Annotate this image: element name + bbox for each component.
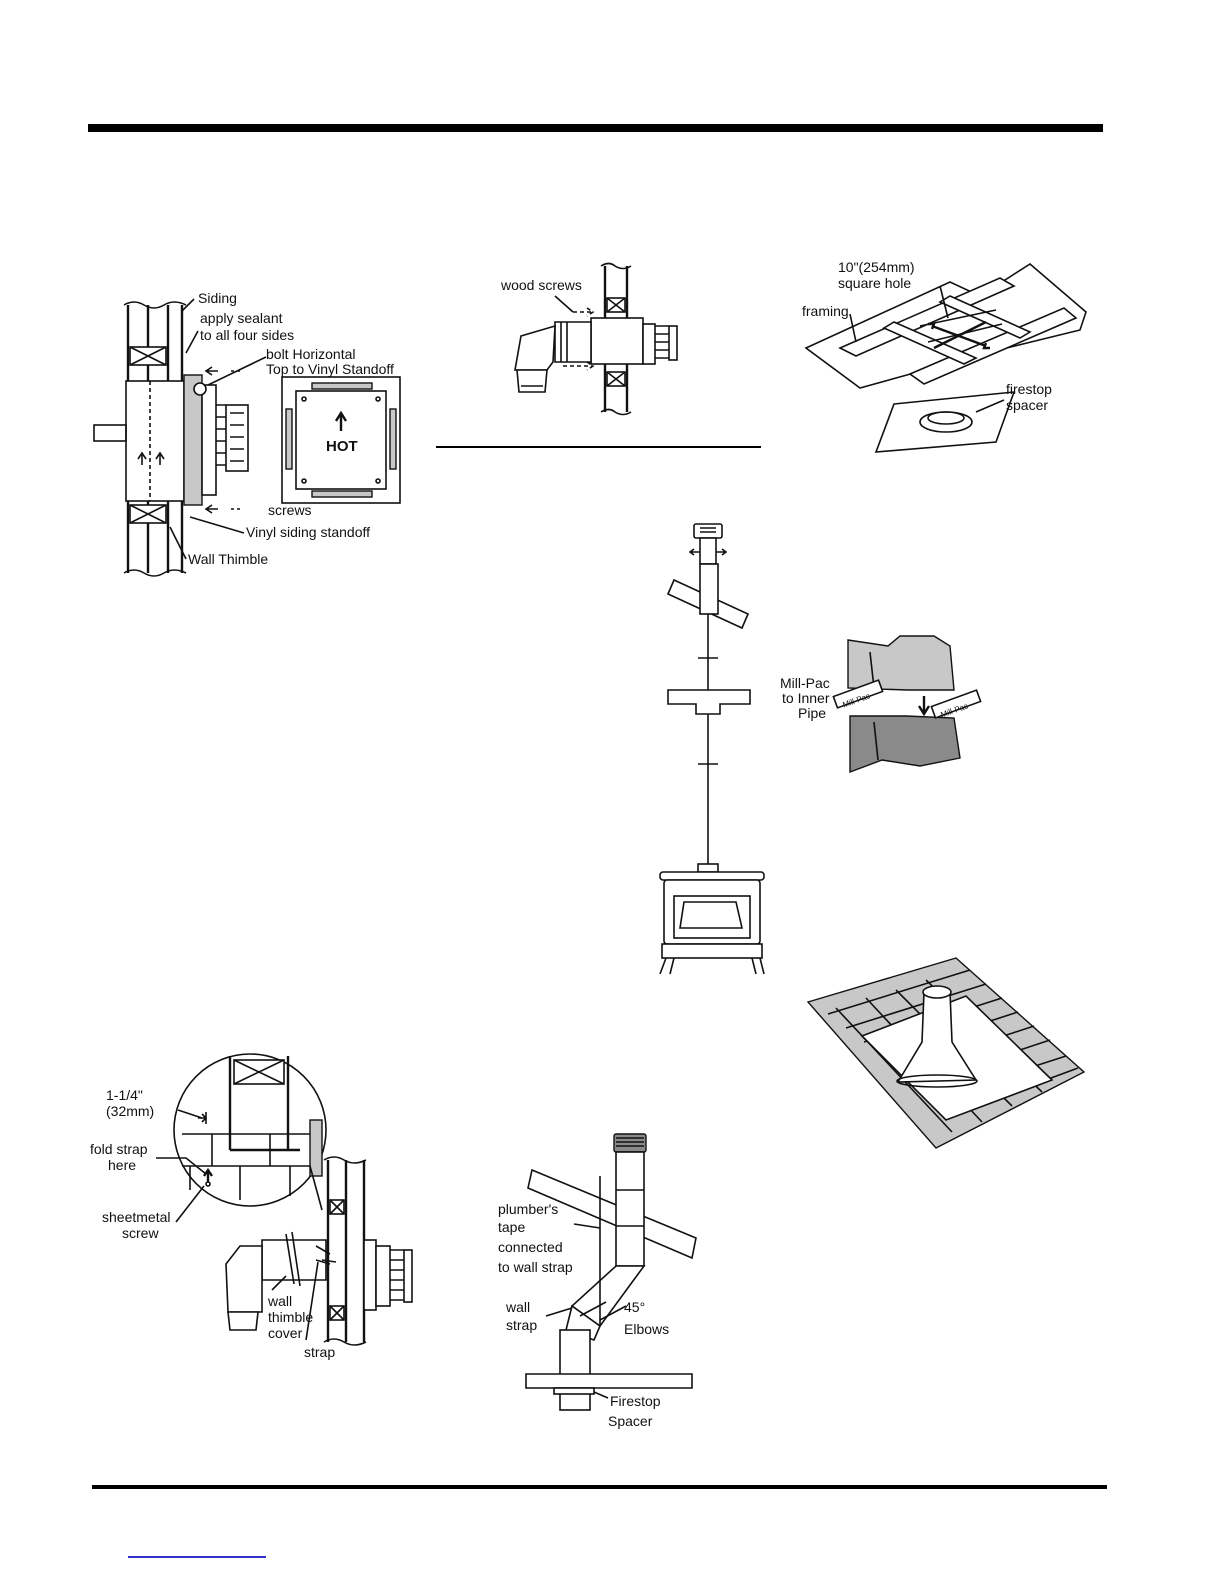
tape-label-line4: to wall strap xyxy=(498,1259,573,1275)
dimension-label-line1: 1-1/4" xyxy=(106,1087,143,1103)
dimension-label-line2: (32mm) xyxy=(106,1103,154,1119)
tape-label-line1: plumber's xyxy=(498,1201,558,1217)
firestop-label-line1: firestop xyxy=(1006,381,1052,397)
mill-pac-figure: Mill-Pac Mill-Pac Mill-Pac to Inner Pipe xyxy=(778,632,988,774)
roof-flashing-figure xyxy=(806,952,1088,1152)
tape-label-line3: connected xyxy=(498,1239,563,1255)
firestop-label-line2: spacer xyxy=(1006,397,1048,413)
square-hole-label-line1: 10"(254mm) xyxy=(838,259,915,275)
mill-pac-label-line1: Mill-Pac xyxy=(780,675,830,691)
sealant-label-line2: to all four sides xyxy=(200,327,294,343)
siding-label: Siding xyxy=(198,290,237,306)
sheetmetal-screw-label-line2: screw xyxy=(122,1225,159,1241)
thimble-cover-label-line1: wall xyxy=(267,1293,292,1309)
footer-link-underline xyxy=(128,1556,266,1558)
chimney-stove-figure xyxy=(650,518,775,980)
footer-rule xyxy=(92,1485,1107,1489)
firestop-spacer-label-line1: Firestop xyxy=(610,1393,661,1409)
elbows-label-line1: 45° xyxy=(624,1299,645,1315)
sheetmetal-screw-label-line1: sheetmetal xyxy=(102,1209,170,1225)
bolt-label-line2: Top to Vinyl Standoff xyxy=(266,361,394,377)
tape-label-line2: tape xyxy=(498,1219,525,1235)
fold-strap-label-line2: here xyxy=(108,1157,136,1173)
elbows-offset-figure: plumber's tape connected to wall strap w… xyxy=(496,1130,697,1430)
screws-label: screws xyxy=(268,502,312,518)
wall-thimble-vinyl-figure: HOT Siding apply sealant to all four sid… xyxy=(90,285,430,580)
bolt-label-line1: bolt Horizontal xyxy=(266,346,356,362)
square-hole-label-line2: square hole xyxy=(838,275,911,291)
wood-screws-figure: wood screws xyxy=(495,262,695,416)
framing-figure: 10"(254mm) square hole framing firestop … xyxy=(800,252,1090,460)
framing-label: framing xyxy=(802,303,849,319)
strap-label: strap xyxy=(304,1344,335,1360)
strap-detail-figure: 1-1/4" (32mm) fold strap here sheetmetal… xyxy=(90,1050,415,1365)
thimble-cover-label-line2: thimble xyxy=(268,1309,313,1325)
wall-strap-label-line2: strap xyxy=(506,1317,537,1333)
sealant-label-line1: apply sealant xyxy=(200,310,283,326)
hot-label: HOT xyxy=(326,438,358,455)
mill-pac-label-line2: to Inner xyxy=(782,690,830,706)
wall-thimble-label: Wall Thimble xyxy=(188,551,268,567)
wall-strap-label-line1: wall xyxy=(505,1299,530,1315)
elbows-label-line2: Elbows xyxy=(624,1321,669,1337)
wood-screws-label: wood screws xyxy=(500,277,582,293)
firestop-spacer-label-line2: Spacer xyxy=(608,1413,653,1429)
thimble-cover-label-line3: cover xyxy=(268,1325,303,1341)
header-rule xyxy=(88,124,1103,132)
vinyl-standoff-label: Vinyl siding standoff xyxy=(246,524,370,540)
fold-strap-label-line1: fold strap xyxy=(90,1141,148,1157)
mill-pac-label-line3: Pipe xyxy=(798,705,826,721)
separator-rule xyxy=(436,446,761,448)
